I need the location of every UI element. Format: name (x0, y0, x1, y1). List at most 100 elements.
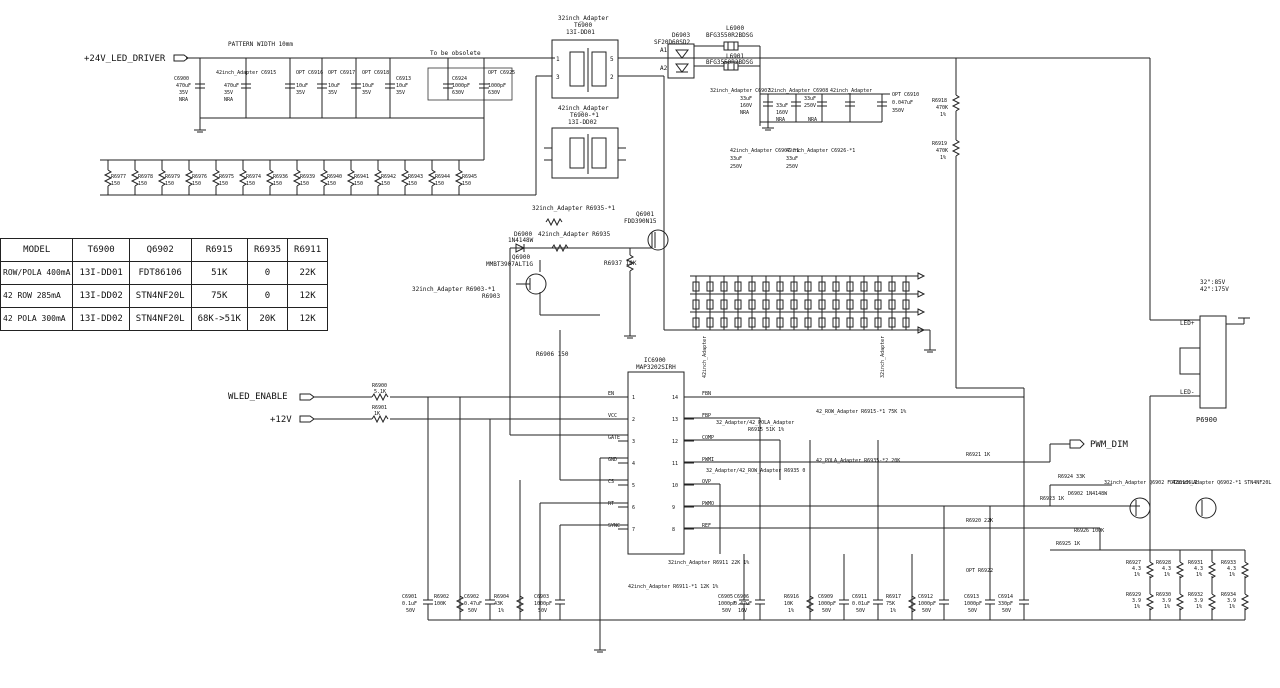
svg-text:R6936: R6936 (273, 174, 288, 180)
transformer-wiring (535, 57, 665, 230)
svg-text:1000pF: 1000pF (452, 83, 470, 89)
en-vcc-inputs (299, 392, 628, 424)
svg-text:C6913: C6913 (964, 594, 979, 600)
svg-text:100K: 100K (434, 601, 446, 607)
led-resistor (804, 281, 812, 292)
svg-text:6: 6 (632, 505, 635, 511)
led-resistor (804, 317, 812, 328)
gate-network (509, 217, 690, 435)
svg-text:OPT R6922: OPT R6922 (966, 568, 993, 574)
svg-text:C6914: C6914 (998, 594, 1013, 600)
svg-text:150: 150 (300, 181, 309, 187)
ic-pins: EN1VCC2GATE3GND4CS5RT6SYNC7FBN14FBP13COM… (608, 391, 714, 533)
svg-text:10uF: 10uF (362, 83, 374, 89)
svg-text:C6905: C6905 (718, 594, 733, 600)
svg-text:CS: CS (608, 479, 614, 485)
svg-text:42inch_Adapter Q6902-*1 STN4NF: 42inch_Adapter Q6902-*1 STN4NF20L (1172, 480, 1271, 486)
led-resistor (860, 281, 868, 292)
table-row: 42 ROW 285mA 13I-DD02 STN4NF20L 75K 0 12… (0, 284, 329, 308)
svg-text:630V: 630V (488, 90, 500, 96)
svg-text:R6931: R6931 (1188, 560, 1203, 566)
net-label-pwm-dim: PWM_DIM (1090, 440, 1129, 450)
svg-text:9: 9 (672, 505, 675, 511)
svg-text:150: 150 (462, 181, 471, 187)
svg-text:150: 150 (246, 181, 255, 187)
svg-text:IC6900: IC6900 (644, 357, 666, 364)
ic-pin-fbp: FBP 13 (672, 413, 711, 423)
led-resistor (720, 299, 728, 310)
svg-text:GND: GND (608, 457, 617, 463)
svg-text:R6926 100K: R6926 100K (1074, 528, 1104, 534)
svg-text:R6919: R6919 (932, 141, 947, 147)
led-resistor (748, 299, 756, 310)
svg-text:13: 13 (672, 417, 678, 423)
svg-text:1000pF: 1000pF (964, 601, 982, 607)
svg-text:4.3: 4.3 (1132, 566, 1141, 572)
svg-text:R6928: R6928 (1156, 560, 1171, 566)
svg-text:35V: 35V (224, 90, 233, 96)
svg-text:R6941: R6941 (354, 174, 369, 180)
svg-text:35V: 35V (362, 90, 371, 96)
svg-text:50V: 50V (822, 608, 831, 614)
svg-text:1: 1 (632, 395, 635, 401)
svg-text:150: 150 (435, 181, 444, 187)
svg-text:35V: 35V (396, 90, 405, 96)
svg-text:1N4148W: 1N4148W (508, 237, 534, 244)
svg-text:T6900-*1: T6900-*1 (570, 112, 599, 119)
led-resistor (734, 281, 742, 292)
svg-text:VCC: VCC (608, 413, 617, 419)
table-header-row: MODEL T6900 Q6902 R6915 R6935 R6911 (0, 238, 329, 262)
svg-text:1%: 1% (788, 608, 794, 614)
svg-text:330pF: 330pF (998, 601, 1013, 607)
led-resistor (832, 317, 840, 328)
svg-text:C6901: C6901 (402, 594, 417, 600)
svg-text:42":175V: 42":175V (1200, 286, 1229, 293)
led-resistor (776, 299, 784, 310)
svg-text:R6979: R6979 (165, 174, 180, 180)
svg-text:0.47uF: 0.47uF (734, 601, 752, 607)
svg-text:R6930: R6930 (1156, 592, 1171, 598)
svg-text:GATE: GATE (608, 435, 620, 441)
svg-text:R6934: R6934 (1221, 592, 1236, 598)
svg-text:OPT C6916: OPT C6916 (296, 70, 323, 76)
svg-text:1000pF: 1000pF (534, 601, 552, 607)
svg-text:4.3: 4.3 (1194, 566, 1203, 572)
svg-text:C6909: C6909 (818, 594, 833, 600)
led-resistor (888, 281, 896, 292)
svg-text:470uF: 470uF (224, 83, 239, 89)
svg-text:150: 150 (192, 181, 201, 187)
svg-text:4.3: 4.3 (1227, 566, 1236, 572)
svg-text:14: 14 (672, 395, 678, 401)
led-resistor-grid (690, 272, 936, 353)
svg-text:REF: REF (702, 523, 711, 529)
svg-text:R6974: R6974 (246, 174, 261, 180)
svg-text:3.9: 3.9 (1162, 598, 1171, 604)
svg-text:2: 2 (632, 417, 635, 423)
led-resistor (846, 317, 854, 328)
svg-text:FBP: FBP (702, 413, 711, 419)
svg-text:150: 150 (381, 181, 390, 187)
svg-text:A2: A2 (660, 65, 668, 72)
connector-p6900 (1149, 315, 1250, 506)
svg-text:SF20D60SD2: SF20D60SD2 (654, 39, 691, 46)
svg-text:A1: A1 (660, 47, 668, 54)
svg-text:50V: 50V (1002, 608, 1011, 614)
top-cap-labels: C6900 470uF 35V NRA 42inch_Adapter C6915… (174, 70, 515, 103)
svg-text:150: 150 (327, 181, 336, 187)
svg-text:32_Adapter/42_POLA_Adapter: 32_Adapter/42_POLA_Adapter (716, 420, 794, 426)
svg-text:OVP: OVP (702, 479, 711, 485)
svg-text:BFG3550R2BDSG: BFG3550R2BDSG (706, 32, 753, 39)
